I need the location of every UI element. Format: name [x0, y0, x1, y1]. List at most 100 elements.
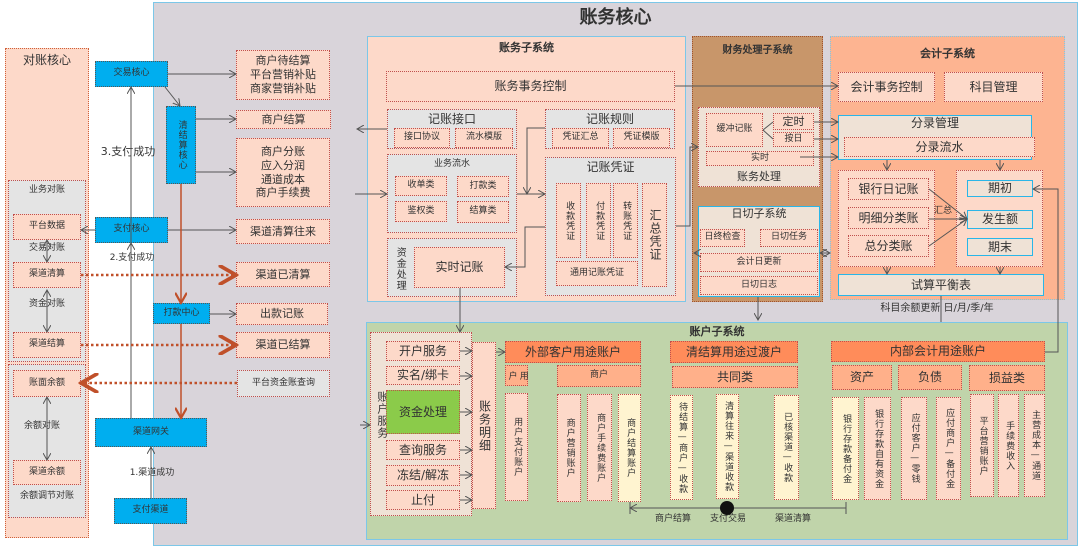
- general-ledger-box: 总分类账: [848, 235, 929, 257]
- bank-reserve-account: 银行存款备付金: [832, 397, 859, 500]
- user-pay-account: 用户支付账户: [505, 393, 528, 501]
- posting-interface-group-title: 记账接口: [427, 112, 476, 126]
- fee-income-account: 手续费收入: [998, 394, 1019, 497]
- summary-voucher-box: 汇总凭证: [642, 183, 667, 287]
- platform-fund-query-box: 平台资金账查询: [237, 370, 330, 397]
- ledger-subsystem-title: 账务子系统: [499, 41, 554, 54]
- account-detail-box: 账务明细: [472, 342, 496, 509]
- accounting-txn-control: 会计事务控制: [838, 72, 935, 102]
- buffer-posting-box: 缓冲记账: [706, 113, 763, 147]
- trade-core: 交易核心: [95, 61, 168, 87]
- internal-account-header: 内部会计用途账户: [831, 341, 1045, 362]
- eod-subsystem-title: 日切子系统: [731, 207, 787, 220]
- acct-date-update-box: 会计日更新: [700, 253, 818, 272]
- core-panel-title: 账务核心: [579, 7, 652, 28]
- merchant-split-box: 商户分账 应入分润 通道成本 商户手续费: [236, 138, 330, 207]
- account-subsystem-title: 账户子系统: [689, 325, 745, 338]
- channel-settled-box: 渠道已结算: [236, 332, 330, 358]
- subject-management: 科目管理: [944, 72, 1043, 102]
- subject-balance-update-label: 科目余额更新 日/月/季/年: [880, 303, 994, 315]
- freeze-box: 冻结/解冻: [386, 465, 460, 486]
- voucher-summary-box: 凭证汇总: [552, 128, 609, 148]
- payout-center: 打款中心: [153, 303, 210, 324]
- summarize-label: 汇总: [933, 206, 952, 217]
- pending-merchant-account: 待结算—商户—收款: [670, 395, 693, 500]
- recon-core-panel-title: 对账核心: [22, 53, 71, 67]
- auth-box: 鉴权类: [395, 201, 447, 222]
- clearing-account-header: 清结算用途过渡户: [670, 341, 798, 363]
- realtime-box: 实时: [706, 151, 814, 166]
- acquiring-box: 收单类: [395, 176, 447, 196]
- general-voucher-box: 通用记账凭证: [556, 261, 638, 286]
- account-service-label: 账户服务: [375, 391, 389, 439]
- interface-protocol-box: 接口协议: [394, 128, 450, 148]
- query-service-box: 查询服务: [386, 440, 460, 460]
- platform-data-box: 平台数据: [13, 214, 81, 240]
- transfer-voucher-box: 转账凭证: [613, 183, 638, 258]
- channel-settlement-box: 渠道结算: [13, 332, 81, 358]
- pnl-category: 损益类: [969, 365, 1045, 391]
- user-category: 用户: [505, 365, 528, 386]
- merchant-settle-account: 商户结算账户: [618, 394, 641, 502]
- balance-adjust-label: 余额调节对账: [19, 491, 74, 502]
- fund-proc-label: 资金处理: [394, 247, 406, 291]
- channel-cost-account: 主营成本—通道: [1024, 394, 1045, 497]
- ledger-txn-control: 账务事务控制: [386, 71, 675, 102]
- common-category: 共同类: [672, 366, 798, 388]
- clearing-channel-account: 清算往来—渠道收款: [716, 394, 739, 499]
- liabilities-category: 负债: [898, 365, 962, 390]
- book-balance-box: 账面余额: [13, 370, 81, 397]
- settlement-type-box: 结算类: [457, 201, 509, 223]
- external-account-header: 外部客户用途账户: [505, 341, 641, 363]
- closing-box: 期末: [967, 238, 1033, 256]
- scheduled-box: 定时: [773, 113, 814, 130]
- fund-processing-box: 资金处理: [386, 390, 460, 434]
- channel-cleared-box: 渠道已清算: [236, 262, 330, 287]
- amount-box: 发生额: [967, 210, 1033, 229]
- open-account-box: 开户服务: [386, 341, 460, 361]
- channel-clearing-flow-box: 渠道清算往来: [236, 219, 330, 244]
- payable-merchant-account: 应付商户—备付金: [936, 397, 961, 500]
- bank-journal-box: 银行日记账: [848, 178, 929, 200]
- trade-recon-label: 交易对账: [28, 243, 65, 254]
- flow-pay-txn-label: 支付交易: [709, 514, 746, 525]
- payable-customer-account: 应付客户—零钱: [901, 397, 927, 500]
- eod-task-box: 日切任务: [760, 229, 818, 247]
- balance-recon-label: 余额对账: [23, 421, 60, 432]
- payout-type-box: 打款类: [457, 176, 509, 197]
- kyc-box: 实名/绑卡: [386, 366, 460, 385]
- finance-subsystem-title: 财务处理子系统: [722, 45, 793, 56]
- processing-group-title: 账务处理: [737, 170, 781, 184]
- detail-ledger-box: 明细分类账: [848, 207, 929, 229]
- daily-box: 按日: [773, 132, 814, 147]
- fund-recon-label: 资金对账: [28, 299, 65, 310]
- merchant-settle-box: 商户结算: [236, 110, 331, 129]
- entry-flow-box: 分录流水: [844, 137, 1035, 157]
- merchant-pending-box: 商户待结算 平台营销补贴 商家营销补贴: [236, 50, 330, 100]
- platform-marketing-account: 平台营销账户: [970, 394, 994, 497]
- receipt-voucher-box: 收款凭证: [556, 183, 581, 258]
- posting-voucher-group-title: 记账凭证: [586, 160, 635, 174]
- merchant-category: 商户: [557, 365, 641, 387]
- flow-template-box: 流水模版: [455, 128, 513, 148]
- assets-category: 资产: [832, 365, 892, 390]
- trial-balance-box: 试算平衡表: [838, 274, 1044, 296]
- eod-check-box: 日终检查: [700, 229, 745, 247]
- opening-box: 期初: [967, 180, 1033, 197]
- payment-core: 支付核心: [95, 217, 168, 243]
- verified-channel-account: 已核渠道—收款: [774, 395, 799, 500]
- flow-channel-clear-label: 渠道清算: [774, 514, 811, 525]
- channel-balance-box: 渠道余额: [13, 460, 81, 485]
- channel-clearing-box: 渠道清算: [13, 262, 81, 288]
- biz-recon-group-title: 业务对账: [28, 185, 65, 195]
- step2-label: 2.支付成功: [109, 253, 155, 264]
- payment-voucher-box: 付款凭证: [586, 183, 611, 258]
- payout-booking-box: 出款记账: [236, 303, 328, 325]
- stop-pay-box: 止付: [386, 490, 460, 510]
- merchant-fee-account: 商户手续费账户: [587, 394, 612, 501]
- merchant-marketing-account: 商户营销账户: [557, 394, 581, 502]
- realtime-posting-box: 实时记账: [414, 247, 505, 288]
- voucher-template-box: 凭证模版: [613, 128, 670, 148]
- biz-flow-group-title: 业务流水: [433, 159, 470, 169]
- bank-own-fund-account: 银行存款自有资金: [864, 397, 891, 500]
